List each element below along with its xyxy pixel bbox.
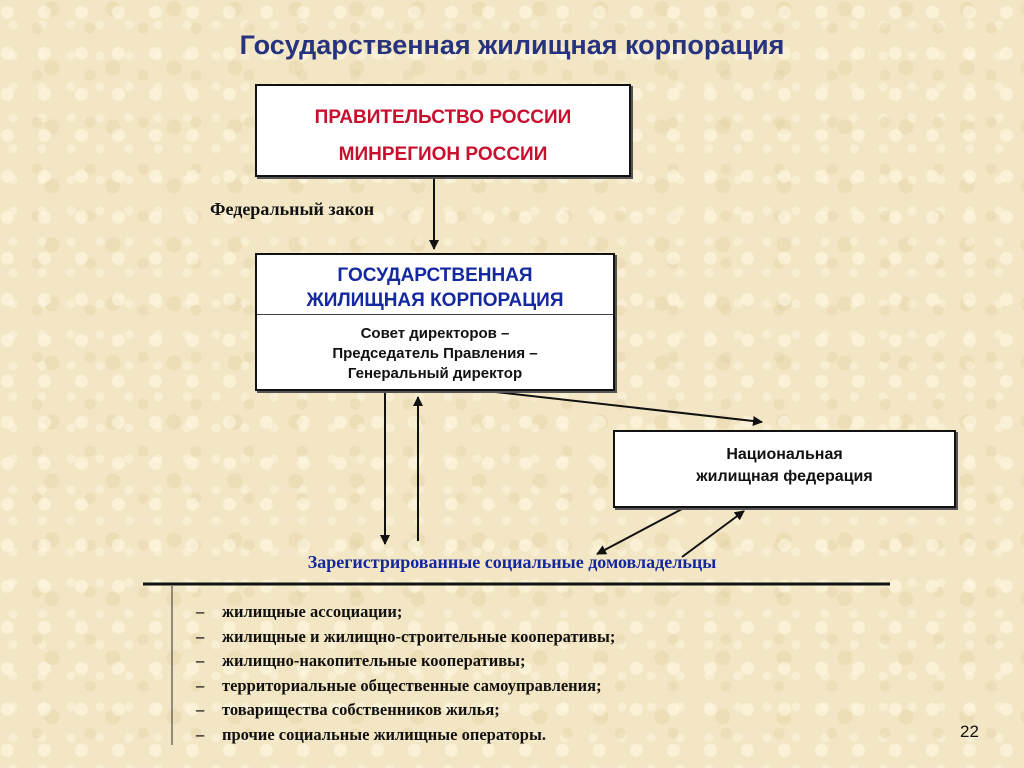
corporation-title-line2: ЖИЛИЩНАЯ КОРПОРАЦИЯ — [306, 290, 564, 311]
federation-line2: жилищная федерация — [696, 468, 873, 485]
list-item: –товарищества собственников жилья; — [196, 698, 615, 723]
federal-law-label: Федеральный закон — [210, 199, 375, 219]
list-dash: – — [196, 724, 205, 744]
government-box: ПРАВИТЕЛЬСТВО РОССИИ МИНРЕГИОН РОССИИ — [255, 84, 631, 177]
federation-box: Национальная жилищная федерация — [613, 430, 956, 508]
list-item: –жилищные и жилищно-строительные коопера… — [196, 625, 615, 650]
list-dash: – — [196, 626, 205, 646]
ministry-line: МИНРЕГИОН РОССИИ — [338, 144, 548, 165]
list-item: –жилищно-накопительные кооперативы; — [196, 649, 615, 674]
list-item: –прочие социальные жилищные операторы. — [196, 723, 615, 748]
board-chairman: Председатель Правления – — [332, 345, 538, 362]
general-director: Генеральный директор — [347, 365, 523, 382]
arrow-owners-to-federation — [681, 510, 745, 558]
list-item: –жилищные ассоциации; — [196, 600, 615, 625]
slide-title: Государственная жилищная корпорация — [239, 30, 785, 60]
registered-owners-label: Зарегистрированные социальные домовладел… — [307, 552, 717, 572]
corporation-title-line1: ГОСУДАРСТВЕННАЯ — [337, 265, 533, 286]
corporation-title: ГОСУДАРСТВЕННАЯ ЖИЛИЩНАЯ КОРПОРАЦИЯ — [257, 255, 613, 315]
corporation-governance: Совет директоров – Председатель Правлени… — [257, 315, 613, 384]
list-dash: – — [196, 651, 205, 671]
arrow-federation-to-owners — [596, 508, 683, 555]
board-of-directors: Совет директоров – — [360, 325, 510, 342]
list-dash: – — [196, 700, 205, 720]
owners-list: –жилищные ассоциации; –жилищные и жилищн… — [196, 600, 615, 748]
arrow-corporation-to-federation — [486, 390, 763, 426]
list-dash: – — [196, 675, 205, 695]
list-item: –территориальные общественные самоуправл… — [196, 674, 615, 699]
corporation-box: ГОСУДАРСТВЕННАЯ ЖИЛИЩНАЯ КОРПОРАЦИЯ Сове… — [255, 253, 615, 391]
government-line: ПРАВИТЕЛЬСТВО РОССИИ — [314, 107, 572, 128]
list-dash: – — [196, 602, 205, 621]
page-number: 22 — [960, 722, 979, 741]
federation-line1: Национальная — [726, 446, 843, 463]
